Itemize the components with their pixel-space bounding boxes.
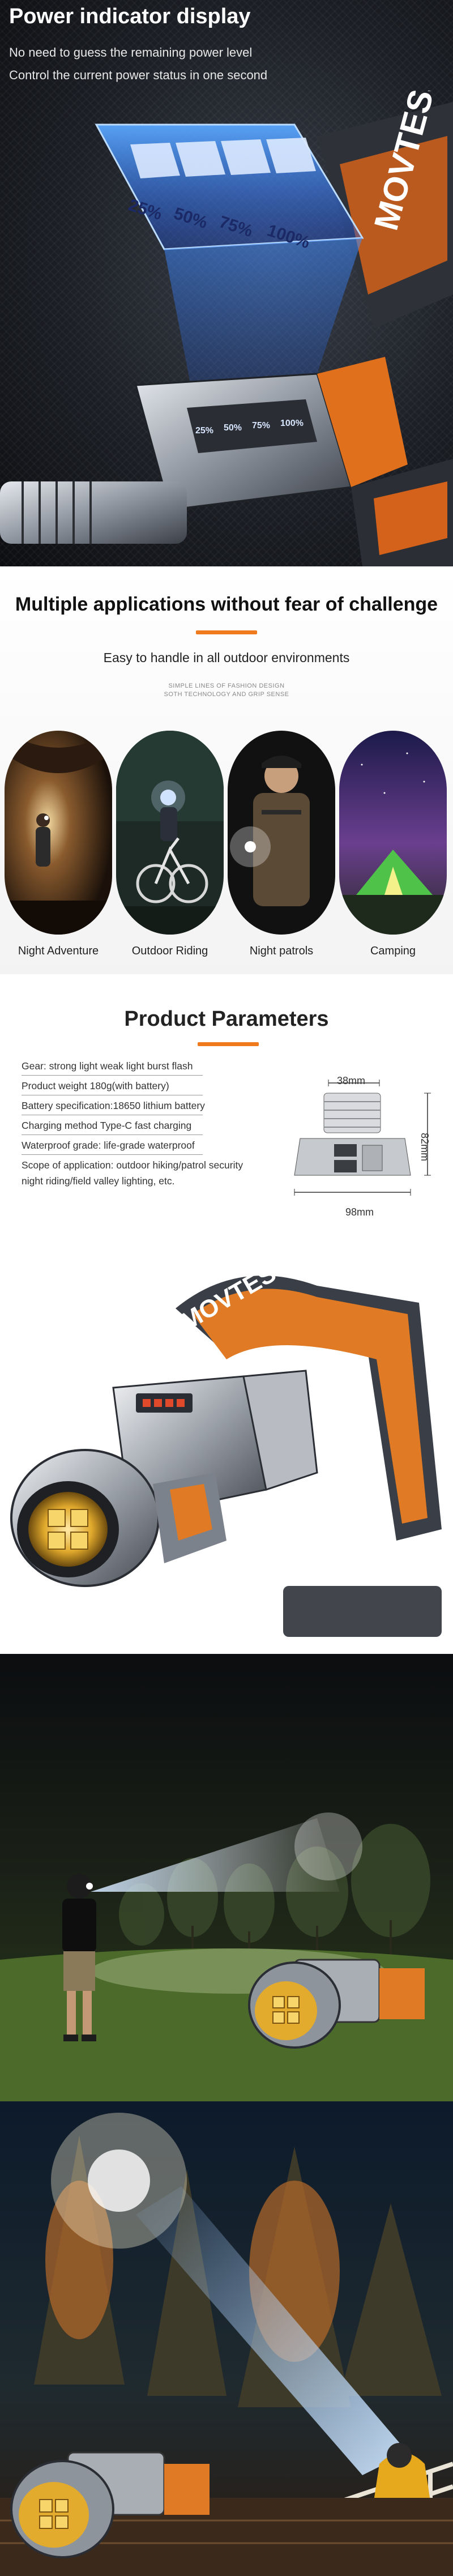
night-field-scene bbox=[0, 1654, 453, 2101]
headlamp-inset bbox=[248, 1959, 425, 2049]
night-forest-illustration bbox=[0, 2101, 453, 2576]
lamp-indicator-panel bbox=[187, 399, 317, 453]
dimension-diagram bbox=[294, 1080, 431, 1196]
applications-subtitle: Easy to handle in all outdoor environmen… bbox=[103, 650, 350, 665]
night-field-illustration bbox=[0, 1654, 453, 2101]
spec-charging: Charging method Type-C fast charging bbox=[22, 1120, 192, 1131]
spec-battery: Battery specification:18650 lithium batt… bbox=[22, 1100, 205, 1111]
applications-section: Multiple applications without fear of ch… bbox=[0, 566, 453, 974]
power-subtitle-1: No need to guess the remaining power lev… bbox=[9, 45, 253, 59]
applications-tagline-1: SIMPLE LINES OF FASHION DESIGN bbox=[168, 683, 285, 689]
spec-waterproof: Waterproof grade: life-grade waterproof bbox=[22, 1140, 195, 1151]
spec-weight: Product weight 180g(with battery) bbox=[22, 1080, 169, 1091]
parameters-underline bbox=[198, 1042, 259, 1046]
lamp-side-orange bbox=[317, 357, 408, 487]
scene-night-adventure bbox=[5, 731, 112, 935]
small-level-100: 100% bbox=[280, 419, 304, 428]
label-outdoor-riding: Outdoor Riding bbox=[131, 945, 208, 957]
small-level-75: 75% bbox=[252, 421, 270, 430]
small-level-50: 50% bbox=[224, 423, 242, 433]
parameters-title: Product Parameters bbox=[124, 1007, 329, 1031]
label-camping: Camping bbox=[370, 945, 416, 957]
power-subtitle-2: Control the current power status in one … bbox=[9, 68, 268, 82]
night-forest-scene bbox=[0, 2101, 453, 2576]
lamp-barrel bbox=[0, 481, 187, 544]
headlamp-power-illustration: MOVTESS 25% 50% 75% 100% 25% 50% 75% 100… bbox=[0, 91, 453, 566]
spec-scope: Scope of application: outdoor hiking/pat… bbox=[22, 1159, 243, 1171]
scene-night-patrols bbox=[228, 731, 335, 935]
power-title: Power indicator display bbox=[9, 5, 251, 28]
headlamp-inset-forest bbox=[10, 2451, 210, 2558]
scene-outdoor-riding bbox=[116, 731, 224, 935]
title-underline bbox=[196, 630, 257, 634]
label-night-patrols: Night patrols bbox=[249, 945, 314, 957]
small-level-25: 25% bbox=[195, 426, 213, 436]
spec-gear: Gear: strong light weak light burst flas… bbox=[22, 1060, 193, 1072]
dim-height: 82mm bbox=[419, 1133, 430, 1162]
dim-width-bottom: 98mm bbox=[345, 1206, 374, 1218]
label-night-adventure: Night Adventure bbox=[18, 945, 99, 957]
dim-width-top: 38mm bbox=[337, 1075, 366, 1086]
applications-tagline-2: SOTH TECHNOLOGY AND GRIP SENSE bbox=[164, 691, 289, 698]
product-parameters-section: Product Parameters Gear: strong light we… bbox=[0, 974, 453, 1654]
headlamp-product-render: MOVTESS MOVTESS bbox=[10, 1251, 442, 1637]
applications-title: Multiple applications without fear of ch… bbox=[15, 594, 438, 615]
scene-camping bbox=[339, 731, 447, 935]
battery-cells bbox=[130, 138, 316, 178]
power-indicator-section: Power indicator display No need to guess… bbox=[0, 0, 453, 566]
person-silhouette bbox=[62, 1874, 96, 2041]
spec-scope-cont: night riding/field valley lighting, etc. bbox=[22, 1175, 175, 1187]
